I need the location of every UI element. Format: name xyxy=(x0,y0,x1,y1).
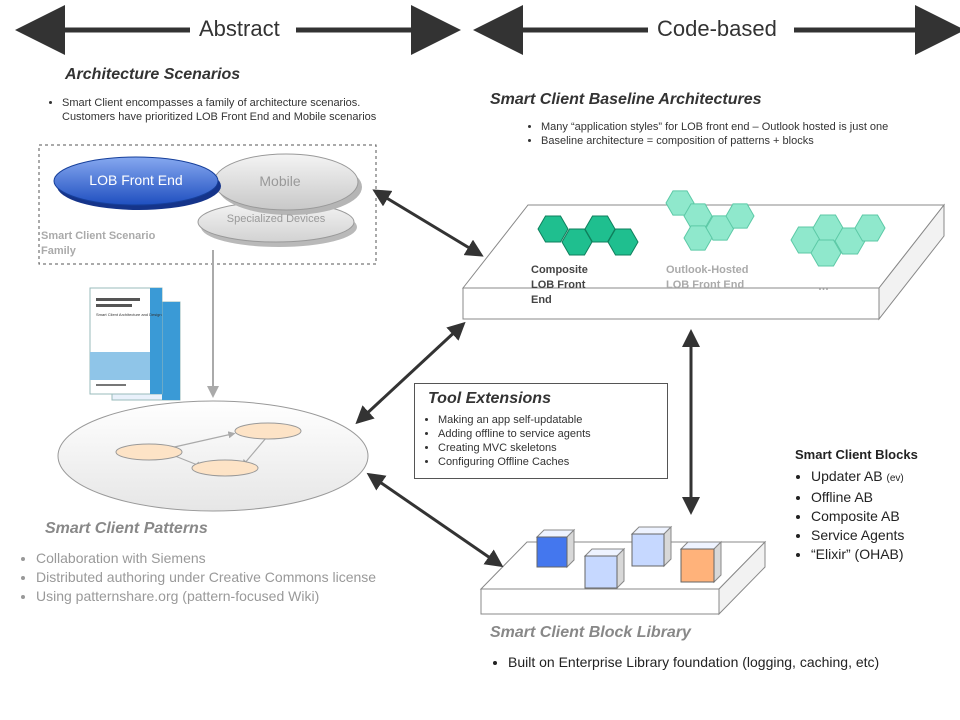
patterns-bullets: Collaboration with Siemens Distributed a… xyxy=(22,549,396,606)
hexagon-shape xyxy=(607,228,639,256)
hexagon-shape xyxy=(537,215,569,243)
blocks-title: Smart Client Blocks xyxy=(795,447,918,462)
patterns-bullet-3: Using patternshare.org (pattern-focused … xyxy=(36,587,396,606)
header-arrows xyxy=(15,5,960,55)
baseline-title: Smart Client Baseline Architectures xyxy=(490,91,762,108)
architecture-scenarios-bullets: Smart Client encompasses a family of arc… xyxy=(48,96,392,140)
header-abstract: Abstract xyxy=(199,16,280,41)
block-item: Offline AB xyxy=(811,488,960,507)
tool-extensions-bullets: Making an app self-updatable Adding offl… xyxy=(424,413,678,469)
mobile-label: Mobile xyxy=(259,173,301,189)
book-title: Smart Client Architecture and Design xyxy=(96,312,162,317)
scenarios-baseline-arrow xyxy=(372,189,484,257)
hexagon-shape xyxy=(854,214,886,242)
patterns-library-arrow xyxy=(366,472,504,568)
baseline-bullet-2: Baseline architecture = composition of p… xyxy=(541,134,931,148)
hex-clusters xyxy=(537,190,886,267)
hexagon-shape xyxy=(683,225,713,251)
pattern-node-b xyxy=(234,422,302,440)
tool-extension-item: Making an app self-updatable xyxy=(438,413,678,427)
block-item: “Elixir” (OHAB) xyxy=(811,545,960,564)
block-library-bullets: Built on Enterprise Library foundation (… xyxy=(494,653,958,672)
block-item: Service Agents xyxy=(811,526,960,545)
patterns-ellipse xyxy=(57,400,369,512)
lob-front-end-ellipse xyxy=(53,156,221,210)
cluster-label-outlook: Outlook-Hosted LOB Front End xyxy=(666,264,749,291)
block-cubes xyxy=(535,525,723,590)
mobile-ellipse xyxy=(213,153,362,215)
architecture-scenarios-bullet: Smart Client encompasses a family of arc… xyxy=(62,96,392,124)
cluster-label-more: … xyxy=(818,281,829,293)
tool-extensions-box xyxy=(414,383,668,479)
cluster-label-composite: Composite LOB Front End xyxy=(531,264,588,306)
pattern-node-a xyxy=(115,443,183,461)
patterns-bullet-2: Distributed authoring under Creative Com… xyxy=(36,568,396,587)
baseline-bullet-1: Many “application styles” for LOB front … xyxy=(541,120,931,134)
cube-blue xyxy=(535,528,576,569)
baseline-bullets: Many “application styles” for LOB front … xyxy=(527,120,931,148)
tool-extension-item: Adding offline to service agents xyxy=(438,427,678,441)
cube-light-a xyxy=(583,547,626,590)
tool-extensions-title: Tool Extensions xyxy=(428,390,551,407)
tool-extension-item: Creating MVC skeletons xyxy=(438,441,678,455)
book-covers xyxy=(89,287,181,401)
patterns-baseline-arrow xyxy=(355,321,466,425)
block-item: Updater AB (ev) xyxy=(811,467,960,488)
pattern-node-c xyxy=(191,459,259,477)
pattern-nodes xyxy=(115,422,302,477)
hexagon-shape xyxy=(725,203,755,229)
block-library-title: Smart Client Block Library xyxy=(490,624,691,641)
lob-front-end-label: LOB Front End xyxy=(89,172,183,188)
blocks-list: Updater AB (ev) Offline AB Composite AB … xyxy=(797,467,960,564)
hexagon-shape xyxy=(810,239,842,267)
specialized-devices-label: Specialized Devices xyxy=(226,213,326,225)
block-item: Composite AB xyxy=(811,507,960,526)
header-code-based: Code-based xyxy=(657,16,777,41)
architecture-scenarios-title: Architecture Scenarios xyxy=(65,66,241,83)
scenario-family-label: Smart Client Scenario Family xyxy=(41,230,156,257)
cube-orange xyxy=(679,540,723,584)
patterns-title: Smart Client Patterns xyxy=(45,520,208,537)
cube-light-b xyxy=(630,525,673,568)
block-library-bullet: Built on Enterprise Library foundation (… xyxy=(508,653,958,672)
tool-extension-item: Configuring Offline Caches xyxy=(438,455,678,469)
patterns-bullet-1: Collaboration with Siemens xyxy=(36,549,396,568)
